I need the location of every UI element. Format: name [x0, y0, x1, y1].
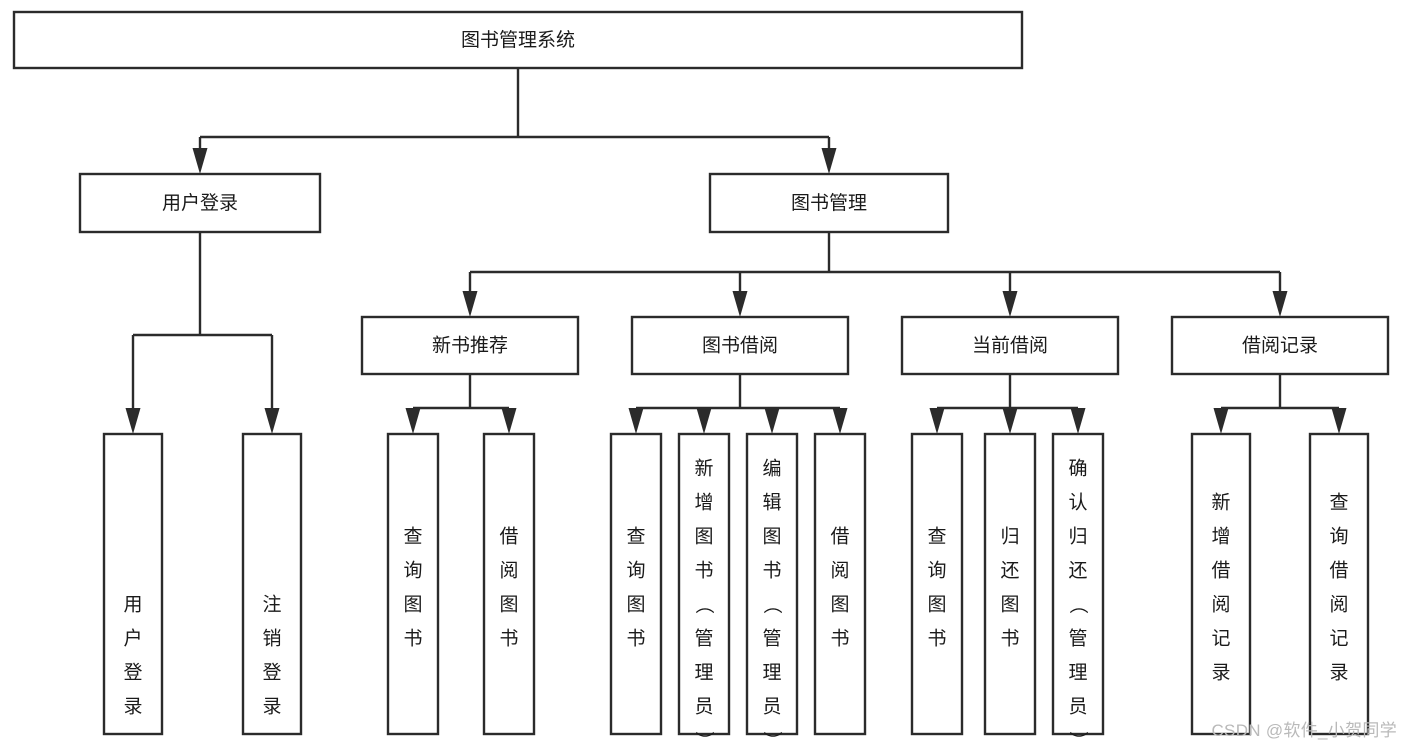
arrow-head-icon [929, 408, 945, 434]
arrow-head-icon [192, 148, 208, 174]
node-label: 新书推荐 [432, 335, 508, 357]
node-leaf-query-book-2[interactable]: 查询图书 [609, 432, 663, 736]
node-box[interactable] [12, 10, 1024, 70]
node-label-char: （ [693, 595, 715, 614]
node-label-char: ） [693, 731, 715, 747]
node-label: 查询图书 [927, 526, 946, 650]
node-borrow-record[interactable]: 借阅记录 [1170, 315, 1390, 376]
node-leaf-borrow-book-1[interactable]: 借阅图书 [482, 432, 536, 736]
node-label-char: ） [761, 731, 783, 747]
node-box[interactable] [1190, 432, 1252, 736]
node-box[interactable] [677, 432, 731, 736]
node-box[interactable] [1170, 315, 1390, 376]
arrow-head-icon [1272, 291, 1288, 317]
node-label: 用户登录 [162, 192, 238, 214]
node-layer: 图书管理系统用户登录图书管理新书推荐图书借阅当前借阅借阅记录用户登录注销登录查询… [12, 10, 1390, 747]
node-box[interactable] [78, 172, 322, 234]
node-box[interactable] [102, 432, 164, 736]
node-leaf-borrow-book-2[interactable]: 借阅图书 [813, 432, 867, 736]
connector-borrow-record-to-leaves [1213, 374, 1347, 434]
node-leaf-add-book[interactable]: （ ） 新增图书管理员 [677, 432, 731, 747]
node-label: 新增图书管理员 [694, 458, 713, 718]
arrow-head-icon [1213, 408, 1229, 434]
node-label: 查询借阅记录 [1329, 492, 1348, 684]
node-box[interactable] [360, 315, 580, 376]
node-leaf-query-book-1[interactable]: 查询图书 [386, 432, 440, 736]
node-label: 确认归还管理员 [1068, 458, 1087, 718]
node-current-borrow[interactable]: 当前借阅 [900, 315, 1120, 376]
node-label: 编辑图书管理员 [762, 458, 781, 718]
arrow-head-icon [1331, 408, 1347, 434]
node-label: 借阅图书 [830, 526, 849, 650]
node-label: 查询图书 [403, 526, 422, 650]
node-label: 新增借阅记录 [1211, 492, 1230, 684]
node-label: 图书管理 [791, 192, 867, 214]
node-label: 图书管理系统 [461, 29, 575, 51]
node-leaf-confirm-return[interactable]: （ ） 确认归还管理员 [1051, 432, 1105, 747]
node-label: 注销登录 [262, 594, 281, 718]
arrow-head-icon [405, 408, 421, 434]
arrow-head-icon [628, 408, 644, 434]
node-leaf-return-book[interactable]: 归还图书 [983, 432, 1037, 736]
node-leaf-user-login[interactable]: 用户登录 [102, 432, 164, 736]
node-book-manage[interactable]: 图书管理 [708, 172, 950, 234]
node-leaf-edit-book[interactable]: （ ） 编辑图书管理员 [745, 432, 799, 747]
connector-current-borrow-to-leaves [929, 374, 1086, 434]
node-label: 借阅图书 [499, 526, 518, 650]
node-label: 用户登录 [123, 595, 142, 718]
arrow-head-icon [732, 291, 748, 317]
arrow-head-icon [501, 408, 517, 434]
connector-user-login-to-leaves [125, 232, 280, 434]
node-label-char: ） [1067, 731, 1089, 747]
node-box[interactable] [708, 172, 950, 234]
arrow-head-icon [462, 291, 478, 317]
node-box[interactable] [386, 432, 440, 736]
node-label: 图书借阅 [702, 335, 778, 357]
csdn-watermark: CSDN @软件_小贺同学 [1211, 721, 1397, 740]
arrow-head-icon [1070, 408, 1086, 434]
node-box[interactable] [609, 432, 663, 736]
arrow-head-icon [821, 148, 837, 174]
node-box[interactable] [745, 432, 799, 736]
node-label-char: （ [1067, 595, 1089, 614]
node-leaf-query-book-3[interactable]: 查询图书 [910, 432, 964, 736]
node-label-char: （ [761, 595, 783, 614]
arrow-head-icon [1002, 408, 1018, 434]
node-label: 查询图书 [626, 526, 645, 650]
node-leaf-user-logout[interactable]: 注销登录 [241, 432, 303, 736]
node-root[interactable]: 图书管理系统 [12, 10, 1024, 70]
node-new-book-rec[interactable]: 新书推荐 [360, 315, 580, 376]
connector-book-manage-to-level3 [462, 232, 1288, 317]
arrow-head-icon [125, 408, 141, 434]
connector-book-borrow-to-leaves [628, 374, 848, 434]
node-box[interactable] [482, 432, 536, 736]
connector-new-book-rec-to-leaves [405, 374, 517, 434]
node-book-borrow[interactable]: 图书借阅 [630, 315, 850, 376]
connector-root-to-level2 [192, 68, 837, 174]
node-label: 借阅记录 [1242, 335, 1318, 357]
node-box[interactable] [900, 315, 1120, 376]
node-user-login[interactable]: 用户登录 [78, 172, 322, 234]
node-box[interactable] [983, 432, 1037, 736]
arrow-head-icon [264, 408, 280, 434]
node-box[interactable] [1308, 432, 1370, 736]
node-box[interactable] [1051, 432, 1105, 736]
arrow-head-icon [832, 408, 848, 434]
node-leaf-add-record[interactable]: 新增借阅记录 [1190, 432, 1252, 736]
node-box[interactable] [910, 432, 964, 736]
node-leaf-query-record[interactable]: 查询借阅记录 [1308, 432, 1370, 736]
arrow-head-icon [764, 408, 780, 434]
node-box[interactable] [630, 315, 850, 376]
node-label: 当前借阅 [972, 335, 1048, 357]
arrow-head-icon [696, 408, 712, 434]
arrow-head-icon [1002, 291, 1018, 317]
connector-layer [125, 68, 1347, 434]
node-box[interactable] [241, 432, 303, 736]
node-label: 归还图书 [1000, 526, 1019, 650]
node-box[interactable] [813, 432, 867, 736]
